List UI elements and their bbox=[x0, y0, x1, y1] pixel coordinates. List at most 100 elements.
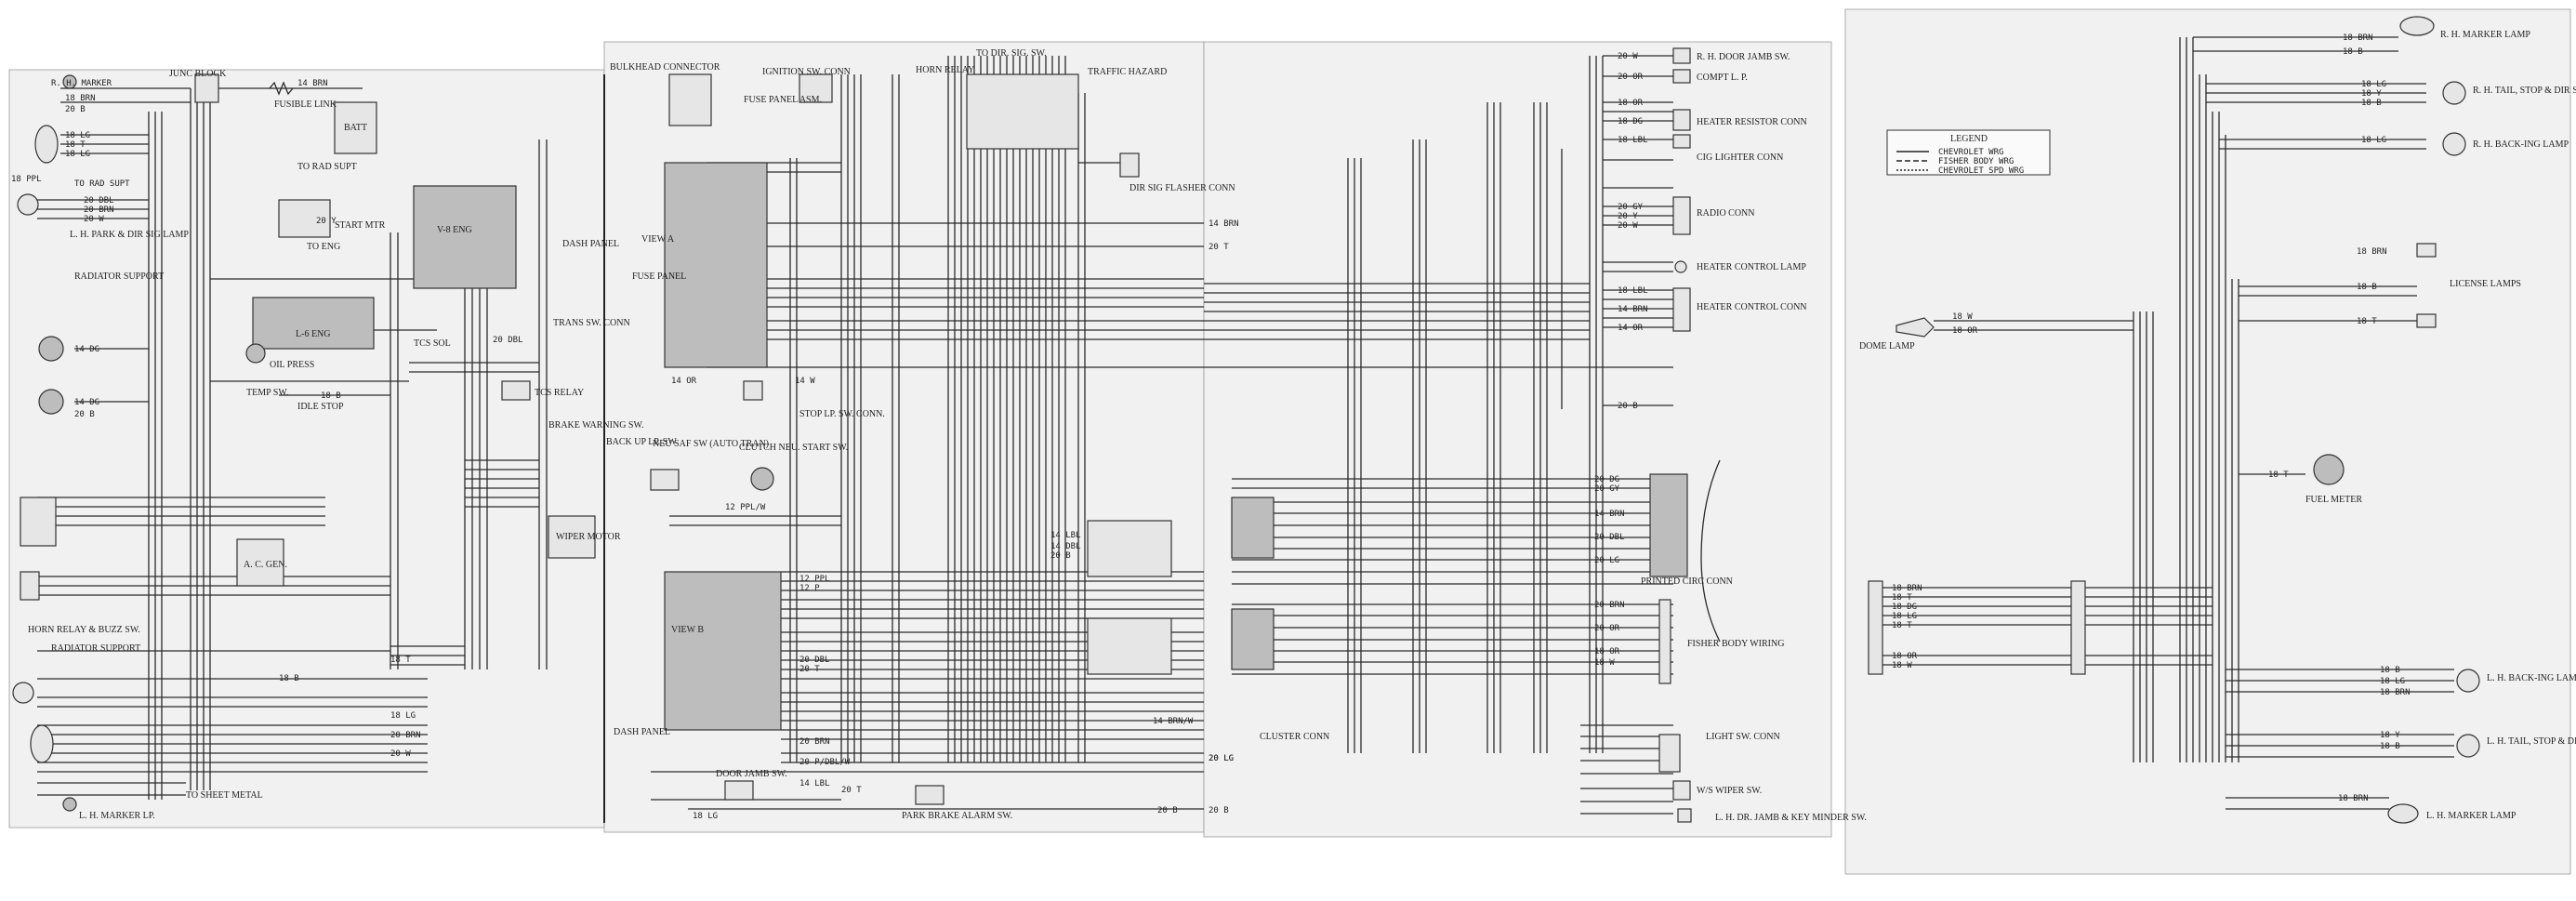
p4-label-22: 18 T bbox=[1892, 621, 1912, 630]
rear-connector-right bbox=[2070, 580, 2086, 675]
p1-label-42: 18 T bbox=[390, 656, 411, 665]
license-lamp-upper bbox=[2416, 243, 2437, 258]
p4-label-15: 18 OR bbox=[1952, 326, 1978, 336]
p1-label-27: START MTR bbox=[335, 220, 386, 231]
p4-label-33: L. H. MARKER LAMP bbox=[2426, 811, 2517, 821]
starter-motor bbox=[278, 199, 331, 238]
license-lamp-lower bbox=[2416, 313, 2437, 328]
p2-label-11: NEU SAF SW (AUTO TRAN) bbox=[653, 439, 769, 449]
p2-harness-vertical bbox=[789, 56, 1086, 762]
p4-label-24: 18 W bbox=[1892, 661, 1912, 670]
p3-label-24: PRINTED CIRC CONN bbox=[1641, 576, 1733, 587]
p1-label-13: 14 DG bbox=[74, 345, 99, 354]
lh-marker-lamp-rear bbox=[2387, 803, 2419, 824]
horn-relay bbox=[20, 497, 57, 547]
cluster-conn-right bbox=[1087, 617, 1172, 675]
p2-label-29: 20 LG bbox=[1209, 754, 1234, 763]
legend-item-2: CHEVROLET SPD WRG bbox=[1938, 166, 2024, 176]
heater-control-conn bbox=[1672, 287, 1691, 332]
p3-label-12: 20 W bbox=[1618, 221, 1638, 231]
p3-label-9: RADIO CONN bbox=[1697, 208, 1755, 219]
p4-label-16: 18 T bbox=[2268, 470, 2289, 480]
dir-sig-conn bbox=[966, 73, 1079, 150]
p1-label-32: 20 Y bbox=[316, 217, 337, 226]
rear-connector-left bbox=[1868, 580, 1883, 675]
p2-label-7: 14 BRN bbox=[1209, 219, 1239, 229]
p3-label-26: 20 OR bbox=[1594, 624, 1620, 633]
p1-label-40: DASH PANEL bbox=[562, 239, 619, 249]
dome-lamp bbox=[1896, 317, 1935, 338]
p3-label-28: 18 W bbox=[1594, 658, 1615, 668]
p1-label-28: L-6 ENG bbox=[296, 329, 331, 339]
horn-lh bbox=[38, 389, 64, 415]
p4-label-25: 18 B bbox=[2380, 666, 2400, 675]
headlamp-rh bbox=[17, 193, 39, 216]
radio-conn bbox=[1672, 196, 1691, 235]
panel-4-rear-body: LEGEND CHEVROLET WRG FISHER BODY WRG CHE… bbox=[1859, 16, 2576, 824]
p3-label-20: 20 GY bbox=[1594, 484, 1620, 494]
p2-label-30: 20 BRN bbox=[799, 737, 830, 747]
l6-engine bbox=[252, 297, 375, 350]
p2-label-28: 20 T bbox=[799, 665, 820, 674]
p4-labels: 18 BRN R. H. MARKER LAMP 18 B 18 LG R. H… bbox=[1859, 30, 2576, 821]
p1-label-22: FUSIBLE LINK bbox=[274, 99, 337, 110]
neutral-safety-sw bbox=[650, 469, 680, 491]
p1-label-30: OIL PRESS bbox=[270, 360, 314, 370]
p4-label-30: 18 B bbox=[2380, 742, 2400, 751]
wiper-motor bbox=[548, 515, 596, 559]
panel-1-front-end: R. H. MARKER 18 BRN 20 B 18 LG 18 T 18 L… bbox=[11, 69, 644, 821]
p1-label-10: 20 W bbox=[84, 215, 104, 224]
p4-label-8: R. H. BACK-ING LAMP bbox=[2473, 139, 2569, 150]
p4-label-19: 18 T bbox=[1892, 593, 1912, 603]
p3-label-1: R. H. DOOR JAMB SW. bbox=[1697, 52, 1790, 62]
headlamp-lh bbox=[12, 682, 34, 704]
p1-label-15: 20 B bbox=[74, 410, 95, 419]
horn-rh bbox=[38, 336, 64, 362]
p4-label-1: R. H. MARKER LAMP bbox=[2440, 30, 2530, 40]
p4-label-9: 18 BRN bbox=[2357, 247, 2387, 257]
p3-label-6: 18 DG bbox=[1618, 117, 1643, 126]
p4-label-27: L. H. BACK-ING LAMP bbox=[2487, 673, 2576, 683]
compt-lamp bbox=[1672, 69, 1691, 84]
p3-label-32: W/S WIPER SW. bbox=[1697, 786, 1762, 796]
p4-label-23: 18 OR bbox=[1892, 652, 1918, 661]
p1-label-8: 20 DBL bbox=[84, 196, 114, 205]
p3-label-18: 20 B bbox=[1618, 402, 1638, 411]
fuse-panel bbox=[664, 162, 768, 368]
p4-label-32: 18 BRN bbox=[2338, 794, 2369, 803]
p2-label-1: IGNITION SW. CONN bbox=[762, 67, 851, 77]
p1-label-39: WIPER MOTOR bbox=[556, 532, 621, 542]
panel-3-bg bbox=[1203, 41, 1832, 838]
p3-label-35: 20 B bbox=[1209, 806, 1229, 815]
rh-marker-lamp bbox=[62, 74, 77, 89]
horn-relay-lower bbox=[20, 571, 40, 601]
lh-park-dir-lamp bbox=[30, 724, 54, 763]
legend-title: LEGEND bbox=[1950, 134, 1988, 144]
p2-label-10: BACK UP LP. SW bbox=[606, 437, 677, 447]
p4-label-21: 18 LG bbox=[1892, 612, 1917, 621]
p1-label-45: 20 W bbox=[390, 749, 411, 759]
p1-harness-vertical bbox=[148, 88, 548, 800]
p2-label-16: VIEW B bbox=[671, 625, 704, 635]
lh-tail-stop-lamp bbox=[2456, 734, 2480, 758]
p2-label-23: 14 DBL bbox=[1050, 542, 1081, 551]
legend-item-1: FISHER BODY WRG bbox=[1938, 157, 2014, 166]
p4-label-28: 18 BRN bbox=[2380, 688, 2411, 697]
p1-label-16: TEMP SW. bbox=[246, 388, 288, 398]
p1-label-2: 20 B bbox=[65, 105, 86, 114]
bulkhead-connector bbox=[668, 73, 712, 126]
p4-label-2: 18 B bbox=[2343, 47, 2363, 57]
p1-label-34: IDLE STOP bbox=[297, 402, 344, 412]
p2-label-19: PARK BRAKE ALARM SW. bbox=[902, 811, 1012, 821]
p3-label-13: HEATER CONTROL LAMP bbox=[1697, 262, 1806, 272]
p3-label-8: 18 LBL bbox=[1618, 136, 1648, 145]
door-jamb-sw bbox=[724, 780, 754, 801]
p4-label-29: 18 Y bbox=[2380, 731, 2400, 740]
rh-tail-stop-lamp bbox=[2442, 81, 2466, 105]
p1-label-25: TO RAD SUPT bbox=[297, 162, 357, 172]
ignition-switch-conn bbox=[799, 73, 833, 103]
rh-marker-lamp-rear bbox=[2399, 16, 2435, 36]
p1-label-38: BRAKE WARNING SW. bbox=[548, 420, 644, 431]
p2-label-8: 20 T bbox=[1209, 243, 1229, 252]
p3-label-22: 20 DBL bbox=[1594, 533, 1625, 542]
